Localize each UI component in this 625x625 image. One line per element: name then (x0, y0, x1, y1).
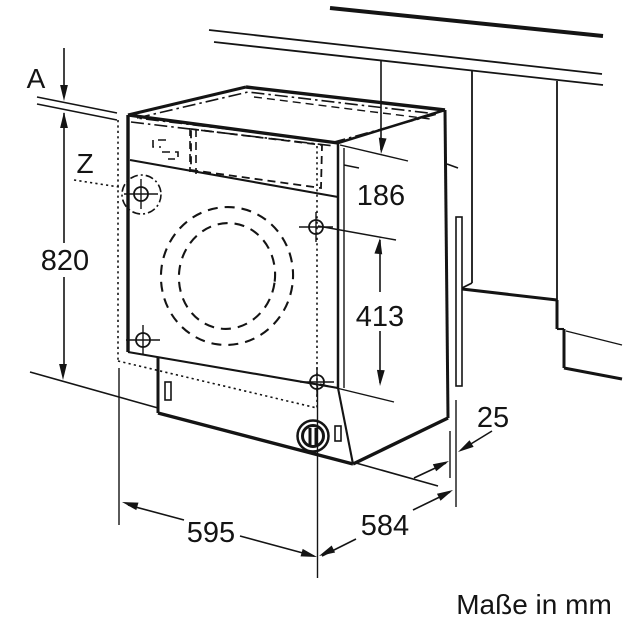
dimension-arrowhead (432, 461, 449, 472)
worktop-underside-line-2 (213, 41, 604, 86)
dim-label-width: 595 (187, 517, 235, 549)
porthole-inner-dashed (177, 222, 277, 330)
detail-z-leader-dotted (73, 179, 120, 188)
ext-line-upper-screw (317, 225, 397, 241)
kick-panel-slot-left (164, 381, 172, 401)
ext-line-lower-screw (319, 383, 395, 403)
machine-side-bottom-edge (352, 416, 449, 466)
dimension-arrowhead (436, 490, 453, 501)
niche-outline-top-dashdot (136, 91, 438, 143)
worktop-underside-line-1 (208, 29, 603, 75)
dim-label-186: 186 (357, 180, 405, 212)
dim-label-413: 413 (356, 301, 404, 333)
washing-machine (117, 85, 459, 466)
drain-cover-inner-ring (301, 424, 325, 448)
drain-pump-cover (296, 419, 330, 453)
niche-top-line-2 (36, 103, 118, 121)
floor-line-left (29, 371, 159, 409)
niche-side-wall-bar (455, 216, 463, 387)
screw-fixing-mark (299, 212, 333, 242)
dimension-arrowhead (374, 238, 383, 255)
screw-fixing-mark (126, 325, 160, 355)
dimension-arrowhead (319, 545, 336, 556)
label-detail-Z: Z (76, 148, 93, 179)
dimension-arrowhead (300, 548, 317, 557)
ext-line-machine-top (339, 144, 409, 162)
label-gap-A: A (27, 63, 46, 94)
adjacent-cabinet (455, 70, 623, 387)
dim-label-depth: 584 (361, 510, 409, 542)
worktop (208, 6, 604, 86)
detail-z-circle (121, 174, 162, 215)
hinge-bracket-dashed-1 (152, 139, 166, 148)
rear-connection-tick (446, 163, 459, 169)
machine-plinth-right-edge (336, 387, 355, 465)
dimension-arrowhead (458, 440, 474, 452)
porthole-outer-dashed (159, 206, 295, 346)
dimension-arrowhead (378, 137, 387, 154)
cabinet-recess-top (565, 330, 623, 346)
dim-label-height: 820 (41, 245, 89, 277)
dim-595-line-left (127, 504, 185, 521)
dimension-arrowhead (376, 369, 385, 386)
furniture-panel-dashed-outline (190, 127, 323, 190)
screw-fixing-mark (124, 179, 158, 209)
control-panel-bottom-edge (129, 158, 339, 199)
top-face-dashed-line (253, 96, 431, 120)
dimension-arrowhead (59, 364, 67, 380)
niche-top-left (36, 96, 118, 121)
machine-top-left-edge (127, 85, 247, 117)
niche-top-line-1 (36, 96, 118, 114)
kick-panel-slot-right (334, 425, 342, 442)
furniture-door-bottom-dotted (117, 360, 318, 409)
dimension-arrowhead (122, 502, 139, 511)
cabinet-shelf-edge (461, 287, 558, 302)
machine-top-right-edge (337, 108, 446, 145)
cabinet-panel-foot (461, 282, 473, 289)
dim-label-25: 25 (477, 402, 509, 434)
dimension-arrowhead (60, 112, 68, 128)
drain-cover-outer-ring (296, 419, 330, 453)
machine-back-right-edge (443, 109, 450, 419)
worktop-front-edge (329, 6, 604, 38)
kick-panel-bottom-edge (157, 411, 354, 466)
side-connection-tick (343, 164, 360, 169)
cabinet-plinth-bottom (563, 366, 623, 381)
dimension-arrowhead (60, 85, 68, 101)
screw-fixing-mark (300, 367, 334, 397)
porthole-door (159, 206, 295, 346)
machine-top-back-edge (245, 85, 446, 112)
hinge-bracket-dashed-2 (162, 151, 179, 160)
units-note: Maße in mm (456, 589, 612, 620)
floor-line-right (355, 462, 439, 487)
